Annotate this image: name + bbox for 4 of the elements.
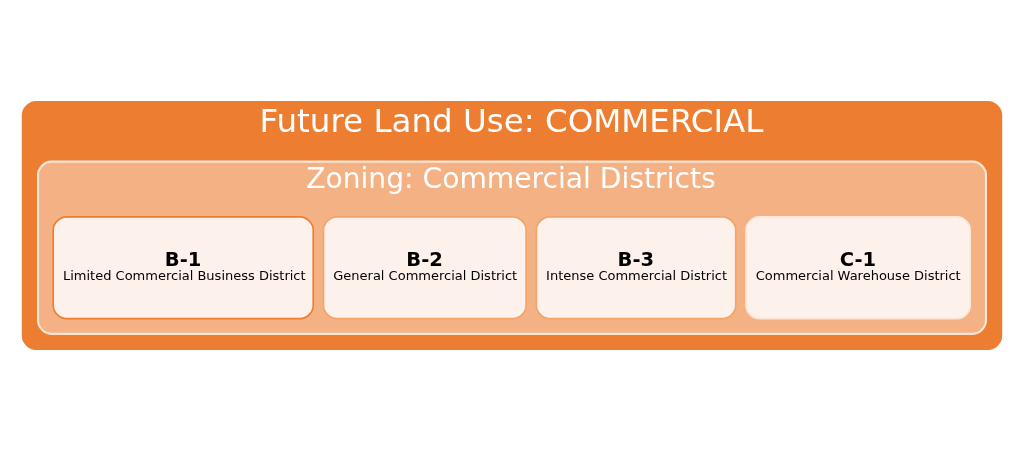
node-box: C-1 Commercial Warehouse District bbox=[744, 216, 971, 320]
node-box: B-3 Intense Commercial District bbox=[535, 216, 737, 320]
node-box: B-2 General Commercial District bbox=[322, 216, 527, 320]
node-box: B-1 Limited Commercial Business District bbox=[51, 216, 314, 320]
